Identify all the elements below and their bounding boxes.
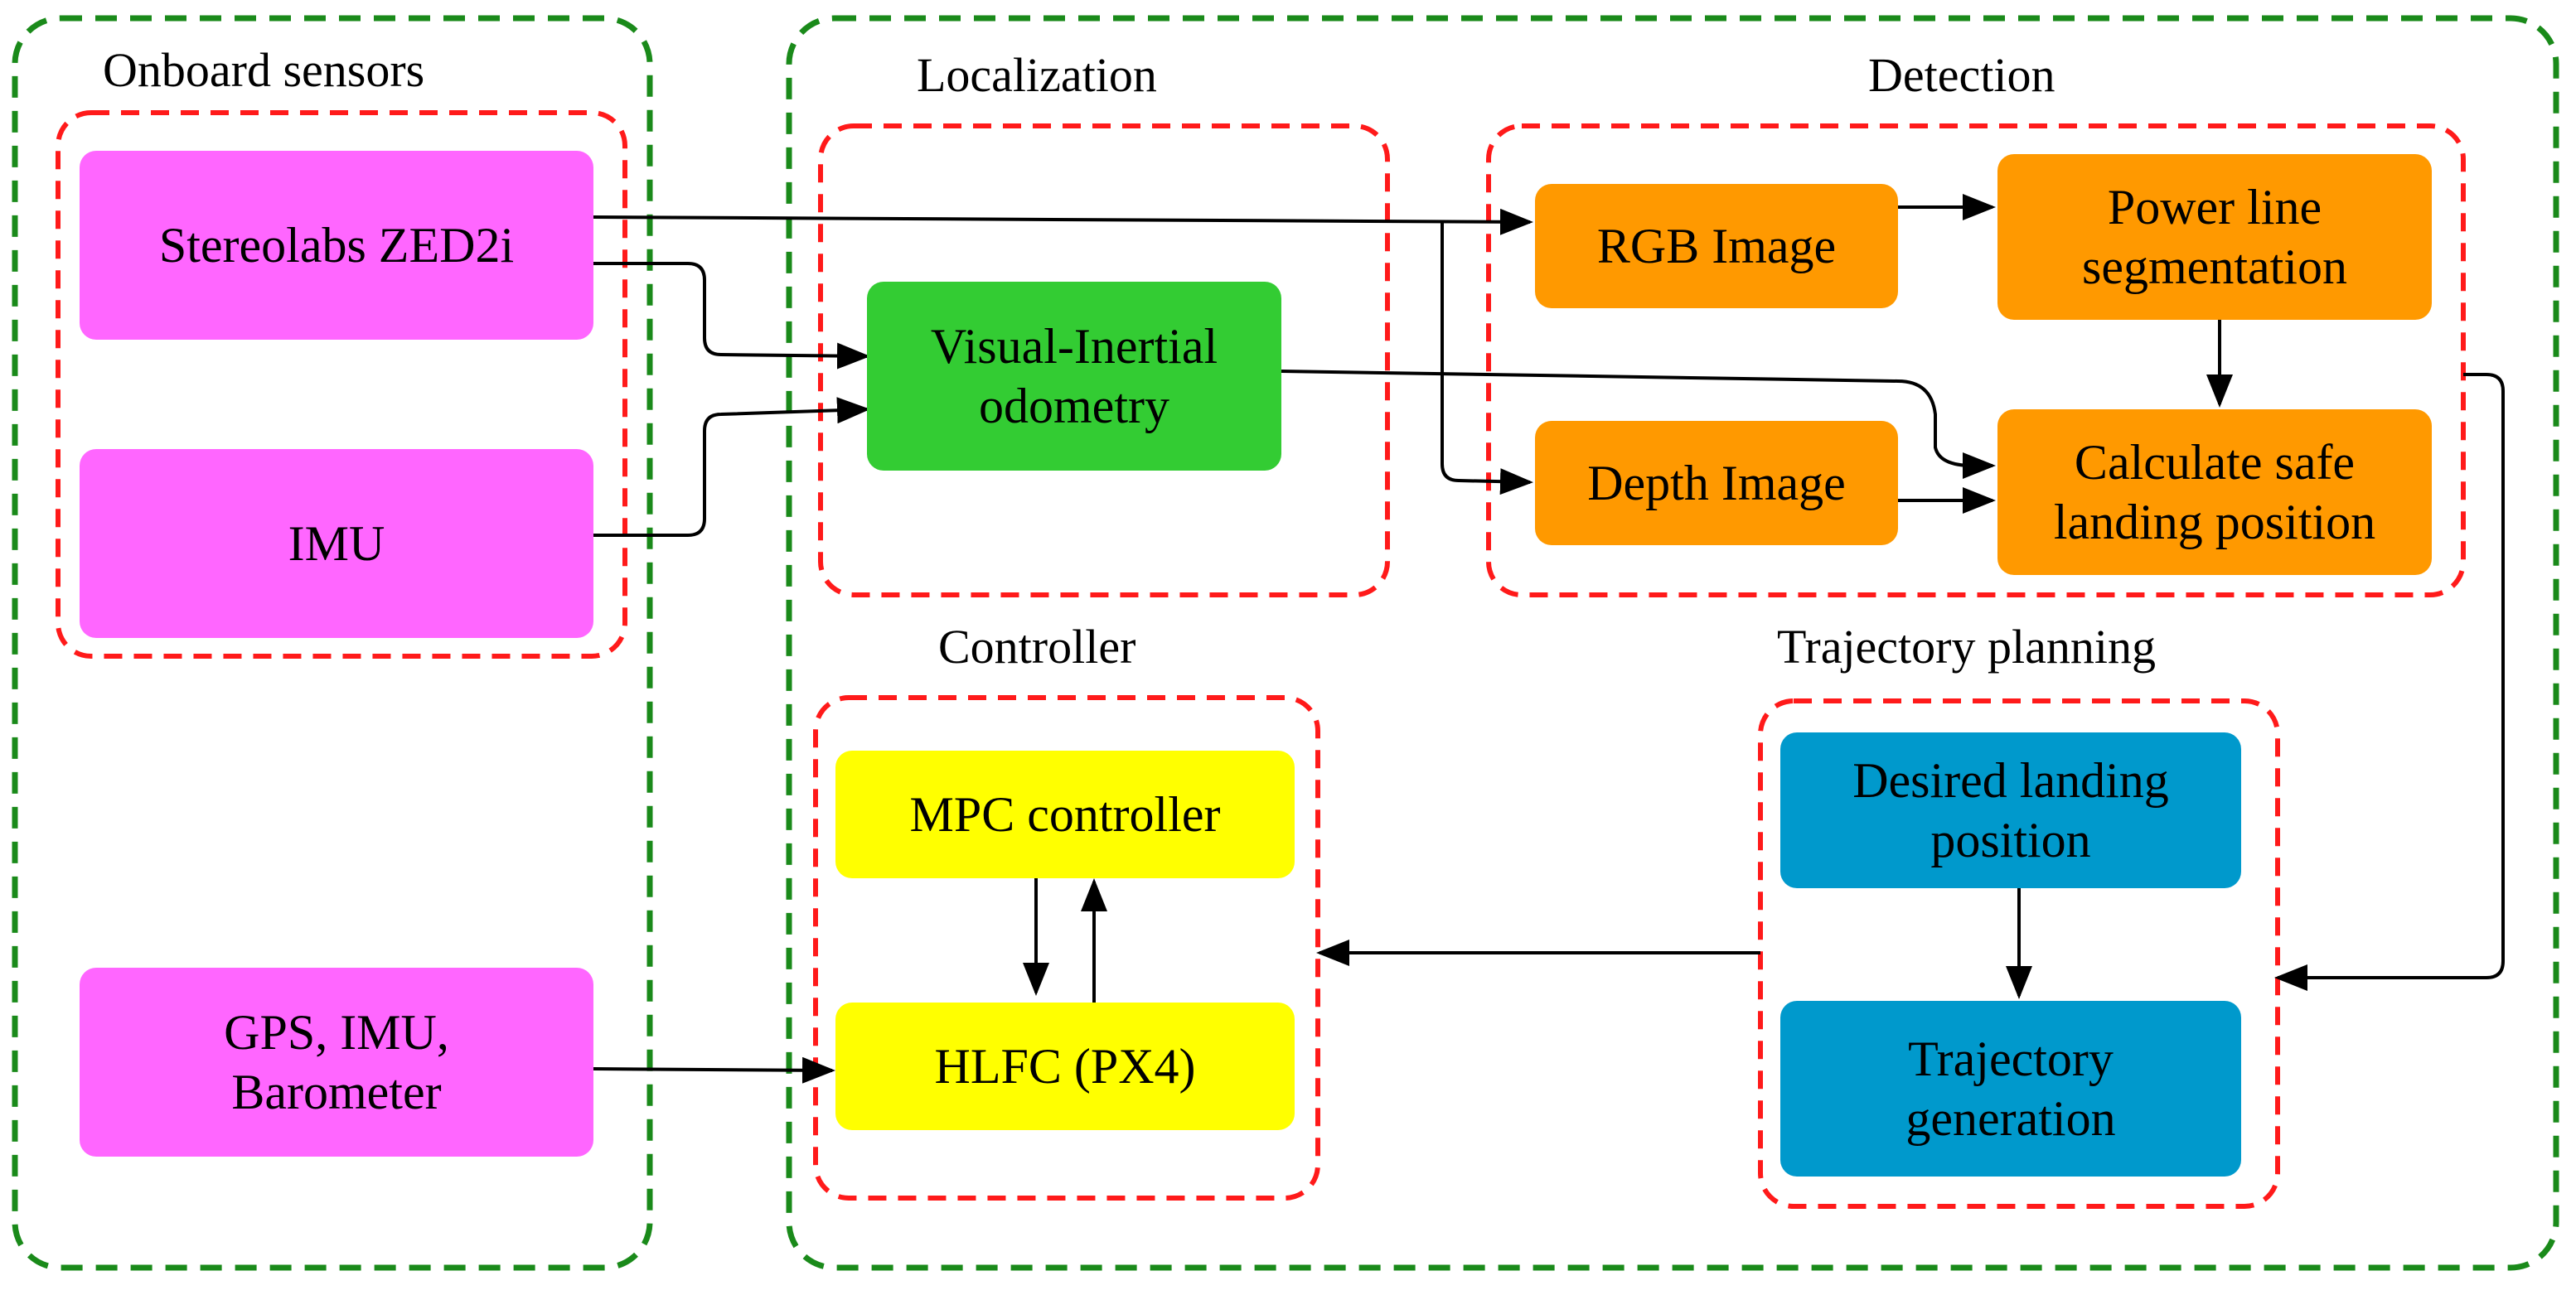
localization-group-box xyxy=(818,123,1390,597)
arrow-imu-to-vio xyxy=(593,397,870,537)
mpc-controller-node: MPC controller xyxy=(835,751,1295,878)
detection-group-box xyxy=(1486,123,2466,597)
processing-container xyxy=(786,15,2559,1271)
connectors xyxy=(593,194,2505,1084)
detection-title: Detection xyxy=(1868,48,2055,102)
trajectory-planning-title: Trajectory planning xyxy=(1777,620,2156,674)
controller-title: Controller xyxy=(938,620,1136,674)
controller-group-box xyxy=(813,695,1320,1201)
arrow-zed-to-rgb xyxy=(593,208,1533,235)
trajectory-generation-node: Trajectory generation xyxy=(1780,1001,2241,1177)
rgb-image-node: RGB Image xyxy=(1535,184,1898,308)
arrow-zed-to-vio xyxy=(593,262,870,370)
arrow-detection-to-trajectory xyxy=(2274,373,2505,991)
desired-landing-position-node: Desired landing position xyxy=(1780,732,2241,888)
gps-imu-barometer-node: GPS, IMU, Barometer xyxy=(80,968,593,1157)
arrow-zed-to-depth xyxy=(1441,220,1533,495)
depth-image-node: Depth Image xyxy=(1535,421,1898,545)
onboard-sensors-container xyxy=(12,15,653,1271)
onboard-sensors-title: Onboard sensors xyxy=(103,43,425,97)
power-line-segmentation-node: Power line segmentation xyxy=(1997,154,2432,320)
zed2i-node: Stereolabs ZED2i xyxy=(80,151,593,340)
hlfc-px4-node: HLFC (PX4) xyxy=(835,1003,1295,1130)
arrow-vio-to-safe xyxy=(1281,370,1996,479)
arrow-gps-to-hlfc xyxy=(593,1056,835,1084)
imu-node: IMU xyxy=(80,449,593,638)
localization-title: Localization xyxy=(917,48,1157,102)
visual-inertial-odometry-node: Visual-Inertial odometry xyxy=(867,282,1281,471)
safe-landing-node: Calculate safe landing position xyxy=(1997,409,2432,575)
sensors-group-box xyxy=(56,110,627,659)
